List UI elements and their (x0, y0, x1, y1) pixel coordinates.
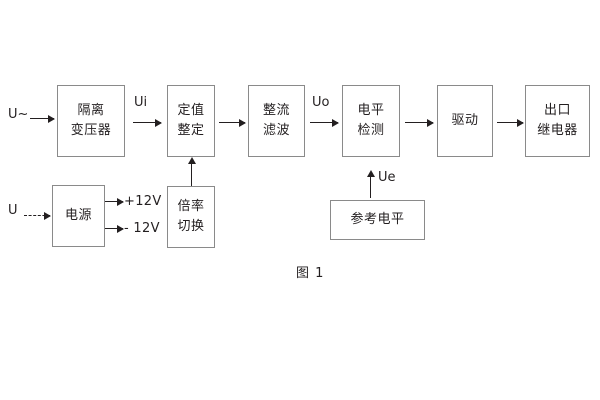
input-label-dc: U (8, 203, 18, 218)
block-setting-value[interactable]: 定值 整定 (167, 85, 215, 157)
block-isolation-transformer-line1: 隔离 (77, 102, 105, 118)
block-ratio-switch-line2: 切换 (177, 219, 205, 234)
label-positive-rail: +12V (124, 194, 162, 209)
arrow-dc-to-power-supply (24, 212, 51, 220)
arrow-power-negative-rail (105, 224, 124, 233)
block-level-detection-line1: 电平 (357, 102, 385, 118)
block-rectifier-filter[interactable]: 整流 滤波 (248, 85, 305, 157)
block-reference-level[interactable]: 参考电平 (330, 200, 425, 240)
label-negative-rail: - 12V (124, 221, 160, 236)
input-label-ac: U~ (8, 107, 29, 122)
arrow-level-detection-to-driver (405, 118, 434, 127)
block-rectifier-filter-line2: 滤波 (262, 123, 290, 138)
signal-label-ue: Ue (378, 170, 396, 185)
block-isolation-transformer-line2: 变压器 (70, 123, 112, 138)
arrow-power-positive-rail (105, 197, 124, 206)
signal-label-uo: Uo (312, 95, 330, 110)
arrow-ac-to-isolation-transformer (30, 114, 55, 123)
block-driver-line1: 驱动 (451, 112, 479, 128)
arrow-isolation-to-setting (133, 118, 162, 127)
block-level-detection[interactable]: 电平 检测 (342, 85, 400, 157)
arrow-setting-to-rectifier (219, 118, 246, 127)
block-ratio-switch-line1: 倍率 (177, 198, 205, 214)
arrow-driver-to-output-relay (497, 118, 524, 127)
block-rectifier-filter-line1: 整流 (262, 102, 290, 118)
block-ratio-switch[interactable]: 倍率 切换 (167, 186, 215, 248)
signal-label-ui: Ui (134, 95, 148, 110)
block-isolation-transformer[interactable]: 隔离 变压器 (57, 85, 125, 157)
arrow-reference-level-to-level-detection (366, 170, 375, 198)
figure-caption: 图 1 (296, 266, 325, 281)
block-output-relay-line2: 继电器 (537, 123, 578, 138)
arrow-ratio-switch-to-setting-value (187, 157, 196, 186)
block-driver[interactable]: 驱动 (437, 85, 493, 157)
block-level-detection-line2: 检测 (357, 123, 385, 138)
block-setting-value-line1: 定值 (177, 102, 205, 118)
block-power-supply[interactable]: 电源 (52, 185, 105, 247)
block-setting-value-line2: 整定 (177, 123, 205, 138)
block-power-supply-line1: 电源 (64, 207, 92, 223)
block-output-relay[interactable]: 出口 继电器 (525, 85, 590, 157)
block-output-relay-line1: 出口 (543, 102, 571, 118)
block-reference-level-line1: 参考电平 (350, 211, 405, 227)
arrow-rectifier-to-level-detection (310, 118, 339, 127)
